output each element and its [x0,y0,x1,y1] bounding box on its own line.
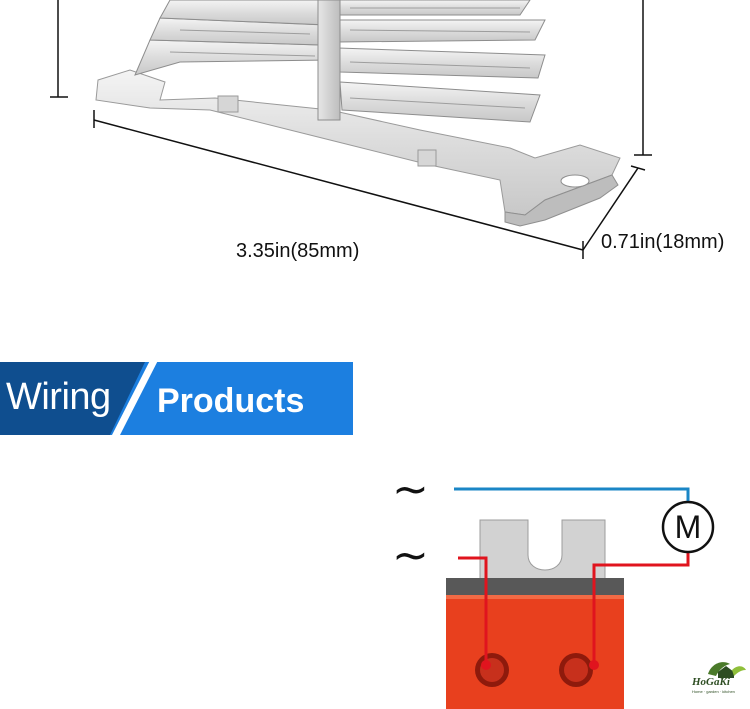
logo-text: HoGaKi [692,676,730,688]
fin-grooves [169,7,531,109]
heatsink-illustration [50,0,652,259]
hogaki-logo [708,662,746,678]
ac-symbol-top: ~ [392,470,429,515]
dimension-lines [50,0,652,259]
wiring-diagram: ~ ~ M [392,470,715,709]
ac-symbol-bottom: ~ [392,530,429,581]
wiring-heading: Wiring [6,376,111,418]
relay-heatsink-tab [479,519,606,591]
width-dimension-label: 3.35in(85mm) [236,240,360,262]
heatsink-fins [134,0,546,123]
motor-symbol: M [661,500,715,554]
motor-label: M [675,509,702,545]
logo-tagline: Home · garden · kitchen [692,689,735,694]
terminal-dot-left [481,660,491,670]
terminal-dot-right [589,660,599,670]
relay-body [446,578,624,709]
heatsink-base [95,69,621,227]
depth-dimension-label: 0.71in(18mm) [601,231,725,253]
products-heading: Products [157,382,305,420]
